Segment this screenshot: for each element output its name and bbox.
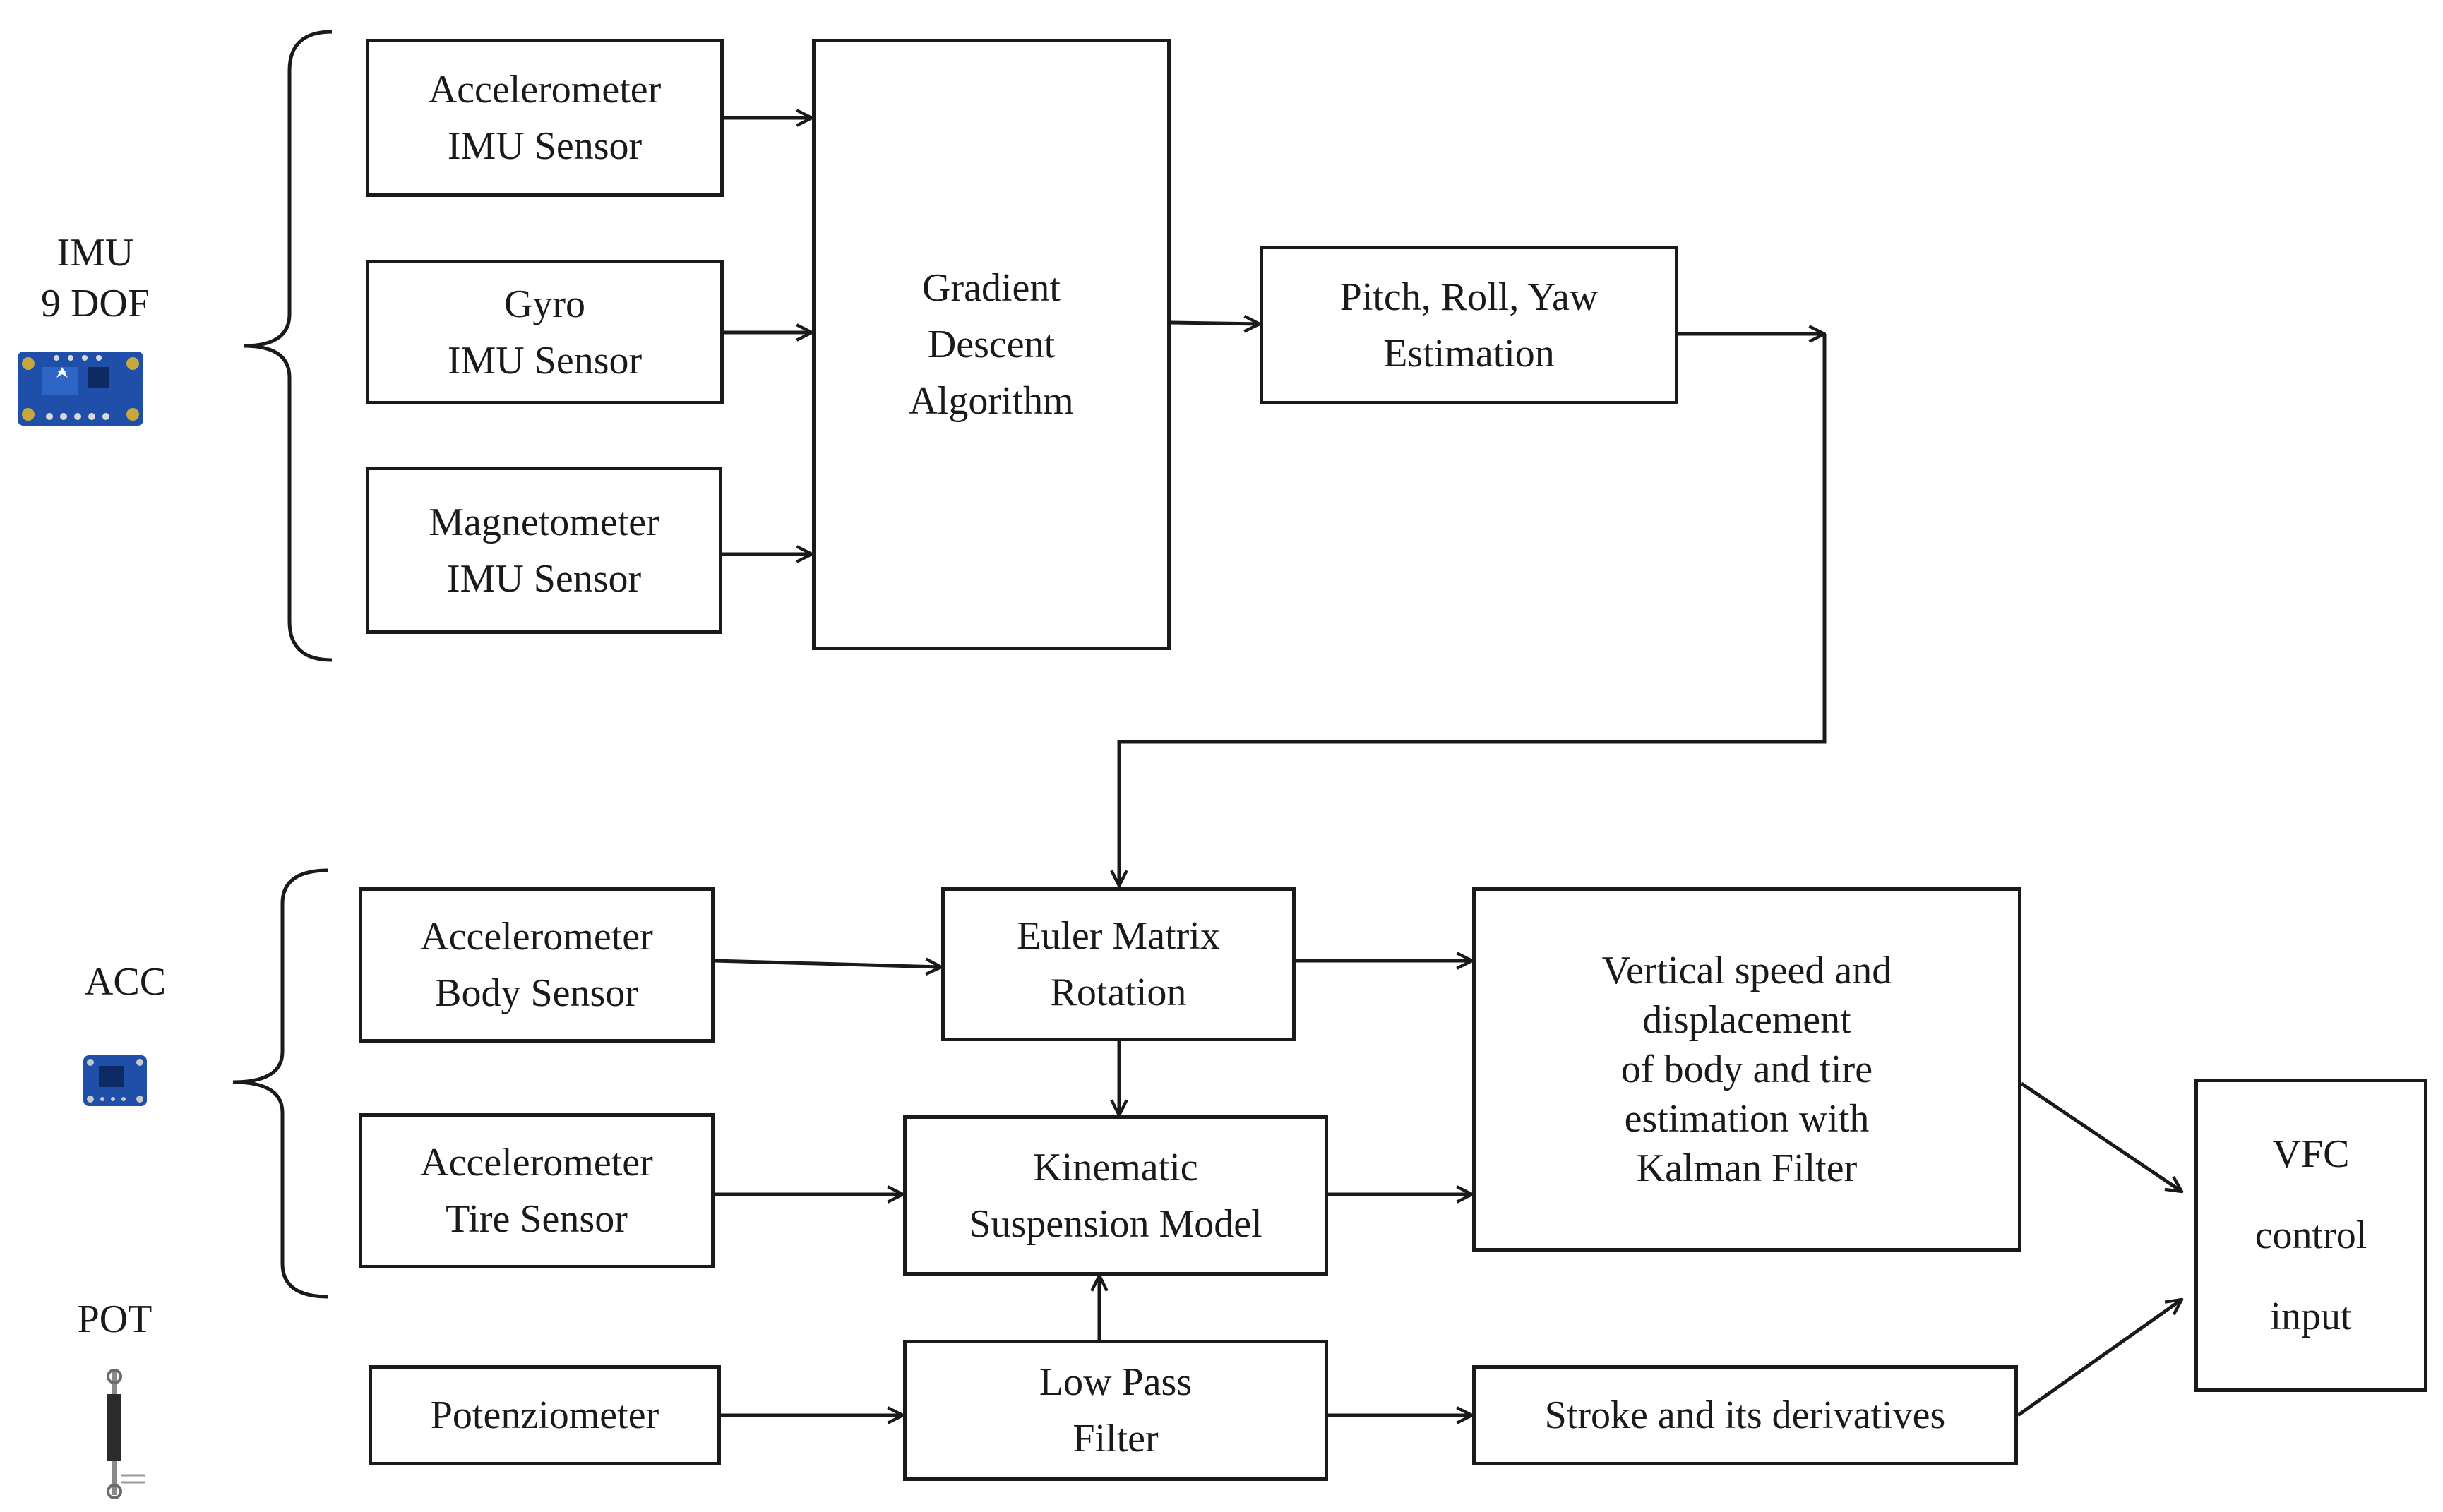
potenziometer-block: Potenziometer [369,1365,721,1465]
potenziometer-label: Potenziometer [430,1393,659,1437]
accelerometer-body-block: Accelerometer Body Sensor [359,887,715,1043]
stroke-label: Stroke and its derivatives [1544,1393,1946,1437]
potentiometer-icon [107,1369,145,1499]
vfc-control-block: VFC control input [2194,1079,2427,1392]
accelerometer-tire-block: Accelerometer Tire Sensor [359,1113,715,1268]
gradient-descent-block: Gradient Descent Algorithm [812,39,1171,650]
accelerometer-imu-block: Accelerometer IMU Sensor [366,39,724,197]
acc-group-label: ACC [84,960,167,1004]
magnetometer-imu-label: Magnetometer IMU Sensor [429,500,659,601]
low-pass-filter-label: Low Pass Filter [1039,1360,1193,1460]
accelerometer-tire-label: Accelerometer Tire Sensor [420,1141,653,1241]
euler-matrix-block: Euler Matrix Rotation [941,887,1296,1041]
acc-brace [232,868,329,1299]
pitch-roll-yaw-label: Pitch, Roll, Yaw Estimation [1339,275,1599,376]
imu-group-label: IMU 9 DOF [40,231,150,325]
line-pry-euler [1119,334,1827,886]
gyro-imu-label: Gyro IMU Sensor [447,282,643,383]
kinematic-model-block: Kinematic Suspension Model [903,1115,1328,1276]
euler-matrix-label: Euler Matrix Rotation [1017,914,1220,1014]
accelerometer-imu-label: Accelerometer IMU Sensor [428,68,662,168]
accelerometer-board-icon [83,1055,147,1106]
accelerometer-body-label: Accelerometer Body Sensor [420,915,653,1015]
arrow-gradient-pry [1170,323,1260,324]
gradient-descent-label: Gradient Descent Algorithm [909,266,1074,423]
vfc-control-label: VFC control input [2254,1132,2367,1338]
kinematic-model-label: Kinematic Suspension Model [969,1145,1262,1246]
magnetometer-imu-block: Magnetometer IMU Sensor [366,467,722,634]
stroke-block: Stroke and its derivatives [1472,1365,2018,1465]
arrow-vertical-vfc [2020,1081,2182,1192]
pitch-roll-yaw-block: Pitch, Roll, Yaw Estimation [1260,246,1678,404]
arrow-body-euler [714,961,941,967]
arrow-stroke-vfc [2017,1300,2182,1417]
pot-group-label: POT [77,1297,153,1341]
imu-board-icon [18,352,143,426]
low-pass-filter-block: Low Pass Filter [903,1340,1328,1481]
gyro-imu-block: Gyro IMU Sensor [366,260,724,404]
imu-brace [243,30,333,662]
vertical-speed-block: Vertical speed and displacement of body … [1472,887,2021,1252]
vertical-speed-label: Vertical speed and displacement of body … [1601,949,1892,1190]
